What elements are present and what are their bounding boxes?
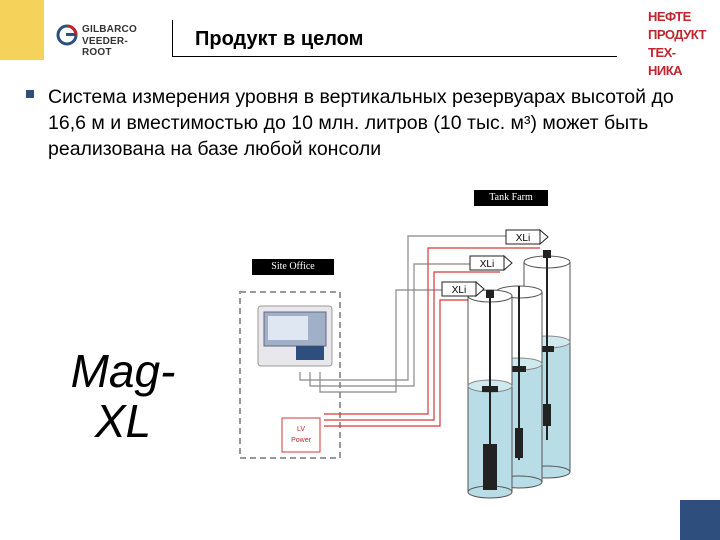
corner-accent-square (680, 500, 720, 540)
corporate-logo: НЕФТЕ ПРОДУКТ ТЕХ-НИКА (648, 8, 708, 78)
power-wires (324, 247, 540, 427)
tank-1 (467, 289, 513, 499)
logo-text-gilbarco: GILBARCO (82, 24, 137, 35)
product-name-label: Mag- XL (58, 346, 188, 446)
gilbarco-veeder-root-logo: GILBARCO VEEDER-ROOT (56, 20, 156, 58)
xli-box-2: XLi (469, 254, 513, 272)
signal-wires (299, 235, 520, 393)
lv-power-label-line1: LV (297, 426, 305, 433)
bullet-square-icon (26, 90, 34, 98)
logo-text-veeder-root: VEEDER-ROOT (82, 36, 128, 58)
corp-logo-line-1: НЕФТЕ (648, 9, 691, 24)
xli-label-2: XLi (480, 259, 494, 270)
site-office-label: Site Office (252, 259, 334, 275)
lv-power-box (281, 417, 321, 453)
xli-box-1: XLi (505, 228, 549, 246)
product-name-line1: Mag- (70, 345, 176, 397)
xli-label-3: XLi (452, 285, 466, 296)
lv-power-label-line2: Power (291, 437, 312, 444)
console-device (257, 305, 333, 367)
xli-box-3: XLi (441, 280, 485, 298)
corp-logo-line-3: ТЕХ-НИКА (648, 45, 683, 78)
yellow-accent-tab (0, 0, 44, 60)
tank-farm-label: Tank Farm (474, 190, 548, 206)
xli-label-1: XLi (516, 233, 530, 244)
corp-logo-line-2: ПРОДУКТ (648, 27, 707, 42)
bullet-text: Система измерения уровня в вертикальных … (48, 86, 674, 160)
gilbarco-logo-icon (56, 24, 78, 46)
title-bar: Продукт в целом (172, 20, 617, 57)
page-title: Продукт в целом (195, 28, 364, 50)
product-name-line2: XL (94, 395, 152, 447)
site-office-dashed-box (239, 291, 341, 459)
